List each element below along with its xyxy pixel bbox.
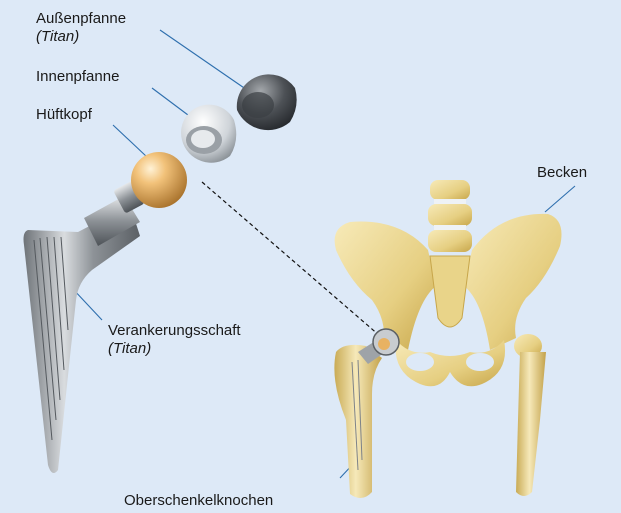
outer-cup-label: Außenpfanne (Titan): [36, 10, 126, 46]
right-femur-shape: [514, 334, 546, 496]
inner-cup-shape: [181, 105, 236, 163]
outer-cup-leader: [160, 30, 250, 92]
head-leader: [113, 125, 147, 157]
pelvis-label: Becken: [537, 164, 587, 182]
implanted-femur-shape: [334, 329, 399, 498]
femoral-head-shape: [131, 152, 187, 208]
outer-cup-material: (Titan): [36, 28, 126, 46]
outer-cup-shape: [237, 74, 297, 130]
pelvis-leader: [545, 186, 575, 212]
stem-label: Verankerungsschaft (Titan): [108, 322, 241, 358]
outer-cup-name: Außenpfanne: [36, 10, 126, 27]
stem-name: Verankerungsschaft: [108, 322, 241, 339]
femur-label: Oberschenkelknochen: [124, 492, 273, 510]
femoral-head-label: Hüftkopf: [36, 106, 92, 124]
inner-cup-leader: [152, 88, 192, 118]
stem-material: (Titan): [108, 340, 241, 358]
inner-cup-label: Innenpfanne: [36, 68, 119, 86]
